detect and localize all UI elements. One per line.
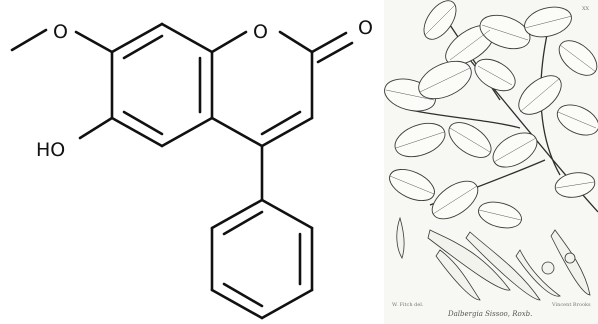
carbonyl-oxygen-label: O xyxy=(358,17,373,39)
seed-pods xyxy=(396,216,591,301)
printer-credit: Vincent Brooks xyxy=(551,302,591,308)
carbonyl-bond-a xyxy=(310,31,348,54)
bond-c5-c6 xyxy=(110,116,164,148)
bond-c7-c8 xyxy=(110,22,164,54)
bond-c3-c4 xyxy=(260,116,314,148)
methoxy-bond xyxy=(74,30,114,54)
bond-c4a-c5 xyxy=(160,116,214,148)
leaf-veins xyxy=(385,4,597,221)
phenyl-bond-1 xyxy=(260,198,314,230)
phenyl-bond-3 xyxy=(260,288,314,320)
artist-credit: W. Fitch del. xyxy=(392,302,424,308)
bond-c8-c8a xyxy=(160,22,214,54)
double-bond-c3-c4 xyxy=(260,110,302,136)
coumarin-structure: O O O HO xyxy=(10,17,373,320)
bond-c8a-o1 xyxy=(210,30,248,54)
illustration-caption: Dalbergia Sissoo, Roxb. xyxy=(447,310,532,318)
double-bond-c5-c6 xyxy=(122,110,164,136)
methoxy-oxygen-label: O xyxy=(53,21,68,43)
hydroxyl-bond xyxy=(78,116,114,140)
structure-bonds xyxy=(10,22,354,320)
carbonyl-bond-b xyxy=(316,41,354,64)
bond-o1-c2 xyxy=(278,30,314,54)
phenyl-bond-4 xyxy=(210,288,264,320)
phenyl-double-bond-2 xyxy=(222,282,264,308)
phenyl-double-bond-3 xyxy=(222,210,264,236)
plate-number: XX xyxy=(582,6,590,12)
hydroxyl-label: HO xyxy=(36,139,65,161)
bond-c4-c4a xyxy=(210,116,264,148)
structure-atom-labels: O O O HO xyxy=(36,17,373,161)
methyl-bond xyxy=(10,28,48,52)
phenyl-bond-6 xyxy=(210,198,264,230)
botanical-illustration: XX xyxy=(384,0,598,324)
double-bond-c7-c8 xyxy=(122,34,164,60)
ring-oxygen-label: O xyxy=(253,21,268,43)
